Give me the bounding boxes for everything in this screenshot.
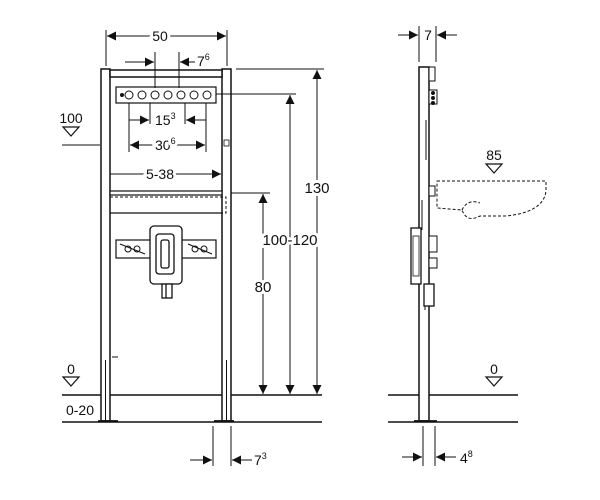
basin-fixing-bar xyxy=(109,196,227,214)
side-level-marker-0 xyxy=(484,376,504,387)
front-view xyxy=(61,30,324,466)
depth-label: 7 xyxy=(424,27,432,43)
width-label: 50 xyxy=(152,28,168,44)
side-ref-level-0-label: 0 xyxy=(490,361,498,377)
fixing-height-label: 80 xyxy=(255,279,272,296)
ref-level-0-label: 0 xyxy=(67,361,75,377)
mid-crossbar xyxy=(109,190,223,196)
inner-spacing-label: 153 xyxy=(155,111,176,128)
basin-outline xyxy=(436,180,547,219)
upper-connection-bracket xyxy=(115,86,217,104)
floor-range-label: 0-20 xyxy=(66,402,94,418)
level-marker-0 xyxy=(61,376,81,387)
total-height-label: 130 xyxy=(304,180,329,197)
range-label: 5-38 xyxy=(146,166,174,182)
outer-spacing-label: 306 xyxy=(155,136,176,153)
foot-offset-label: 73 xyxy=(254,451,267,468)
basin-level-label: 85 xyxy=(486,147,502,163)
drain-trap xyxy=(149,225,183,299)
side-view-labels: 7 85 0 48 xyxy=(421,24,502,466)
side-view xyxy=(388,26,547,466)
foot-depth-label: 48 xyxy=(460,449,473,466)
front-view-labels: 50 76 153 306 5-38 130 100-120 80 100 0 … xyxy=(59,25,332,468)
level-marker-100 xyxy=(61,126,81,137)
adjust-height-label: 100-120 xyxy=(262,232,317,249)
basin-level-marker xyxy=(484,163,504,174)
pipe-spacing-label: 76 xyxy=(197,52,210,69)
ref-level-100-label: 100 xyxy=(59,110,83,126)
upper-pipe-connectors xyxy=(120,90,212,100)
side-drain-trap xyxy=(410,227,435,307)
top-crossbar xyxy=(109,69,223,78)
